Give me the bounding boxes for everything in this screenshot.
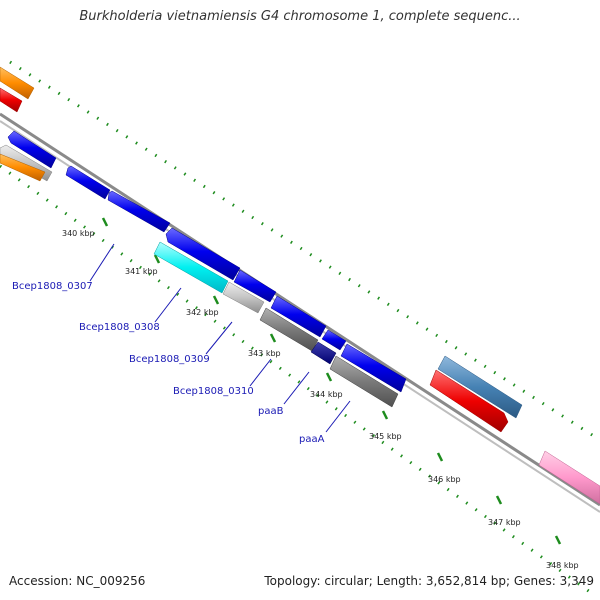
outer-dotted-track — [9, 60, 600, 442]
gene-red-1[interactable] — [0, 87, 23, 113]
accession-text: Accession: NC_009256 — [9, 574, 146, 588]
gene-label-paaa[interactable]: paaA — [299, 434, 325, 445]
gene-red-2[interactable] — [429, 369, 509, 433]
gene-blue-bcep0307[interactable] — [165, 227, 241, 281]
topology-stats-text: Topology: circular; Length: 3,652,814 bp… — [264, 574, 594, 588]
gene-orange-2[interactable] — [0, 153, 46, 182]
gene-label-bcep1808-0308[interactable]: Bcep1808_0308 — [79, 322, 160, 333]
kbp-label-348: 348 kbp — [546, 561, 579, 570]
gene-label-bcep1808-0309[interactable]: Bcep1808_0309 — [129, 354, 210, 365]
gene-blue-bcep0309[interactable] — [270, 295, 327, 338]
chromosome-backbone — [0, 112, 600, 507]
gene-label-bcep1808-0310[interactable]: Bcep1808_0310 — [173, 386, 254, 397]
gene-label-paab[interactable]: paaB — [258, 406, 284, 417]
gene-blue-bcep0310[interactable] — [321, 329, 347, 351]
gene-blue-paaa[interactable] — [340, 343, 407, 393]
gene-gray-paaa[interactable] — [329, 355, 399, 408]
kbp-label-345: 345 kbp — [369, 432, 402, 441]
label-leader-lines — [89, 243, 351, 433]
gene-darkblue-paab[interactable] — [310, 341, 337, 365]
gene-steelblue[interactable] — [437, 355, 523, 419]
gene-cyan[interactable] — [153, 241, 229, 294]
gene-blue-2[interactable] — [65, 165, 111, 200]
kbp-label-344: 344 kbp — [310, 390, 343, 399]
gene-pink[interactable] — [538, 450, 600, 505]
gene-blue-3[interactable] — [107, 190, 171, 233]
kbp-label-343: 343 kbp — [248, 349, 281, 358]
kbp-label-347: 347 kbp — [488, 518, 521, 527]
gene-lightgray-bcep0308[interactable] — [222, 281, 265, 314]
kbp-label-341: 341 kbp — [125, 267, 158, 276]
gene-orange-1[interactable] — [0, 66, 35, 100]
gene-label-bcep1808-0307[interactable]: Bcep1808_0307 — [12, 281, 93, 292]
kbp-label-340: 340 kbp — [62, 229, 95, 238]
map-title: Burkholderia vietnamiensis G4 chromosome… — [79, 9, 521, 24]
kbp-label-346: 346 kbp — [428, 475, 461, 484]
gene-blue-bcep0308[interactable] — [233, 269, 277, 303]
kbp-tick-marks — [101, 217, 562, 545]
kbp-label-342: 342 kbp — [186, 308, 219, 317]
gene-blue-1[interactable] — [7, 130, 57, 169]
